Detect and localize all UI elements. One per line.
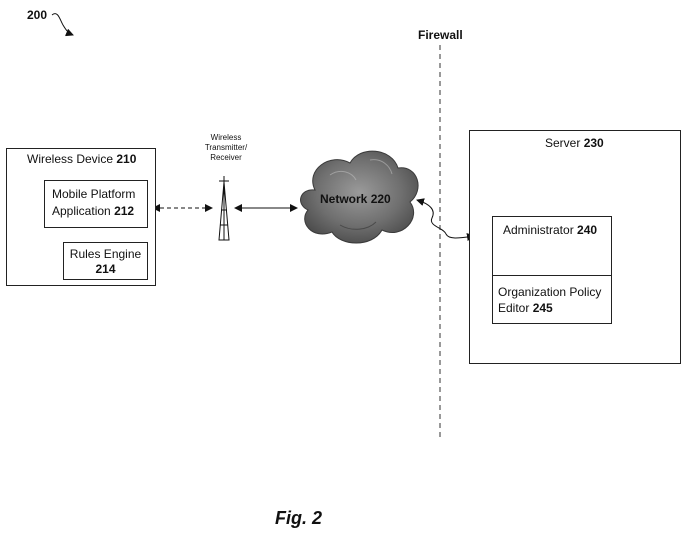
mobile-platform-app-box: Mobile Platform Application 212 <box>44 180 148 228</box>
policy-editor-name: Editor <box>498 301 530 315</box>
firewall-label: Firewall <box>418 28 463 42</box>
policy-editor-line2: Editor 245 <box>498 301 553 315</box>
network-label: Network 220 <box>320 192 391 206</box>
figure-ref-label: 200 <box>27 8 48 22</box>
server-ref: 230 <box>583 136 604 150</box>
rules-engine-box: Rules Engine 214 <box>63 242 148 280</box>
administrator-name: Administrator <box>503 223 574 237</box>
figure-caption: Fig. 2 <box>275 508 323 528</box>
mobile-app-line1: Mobile Platform <box>52 187 136 201</box>
server-title: Server 230 <box>545 136 604 150</box>
administrator-box: Administrator 240 Organization Policy Ed… <box>492 216 612 324</box>
rules-engine-label: Rules Engine <box>69 247 142 261</box>
wireless-device-name: Wireless Device <box>27 152 114 166</box>
administrator-ref: 240 <box>577 223 598 237</box>
transmitter-label-line2: Transmitter/ <box>204 143 248 152</box>
wireless-device-title: Wireless Device 210 <box>27 152 136 166</box>
mobile-app-line2: Application 212 <box>52 204 134 218</box>
transmitter-label-line3: Receiver <box>210 153 242 162</box>
server-name: Server <box>545 136 581 150</box>
administrator-divider <box>493 275 611 276</box>
policy-editor-line1: Organization Policy <box>498 285 602 299</box>
administrator-title: Administrator 240 <box>503 223 597 237</box>
figure-ref-squiggle-arrow <box>51 13 74 37</box>
antenna-tower-icon <box>218 176 230 241</box>
network-ref: 220 <box>370 192 391 206</box>
network-cloud-icon <box>300 150 419 244</box>
wireless-device-ref: 210 <box>116 152 137 166</box>
policy-editor-ref: 245 <box>532 301 553 315</box>
network-name: Network <box>320 192 368 206</box>
network-server-link <box>416 198 475 241</box>
rules-engine-ref: 214 <box>95 262 116 276</box>
mobile-app-name: Application <box>52 204 111 218</box>
mobile-app-ref: 212 <box>114 204 135 218</box>
transmitter-label-line1: Wireless <box>210 133 242 142</box>
